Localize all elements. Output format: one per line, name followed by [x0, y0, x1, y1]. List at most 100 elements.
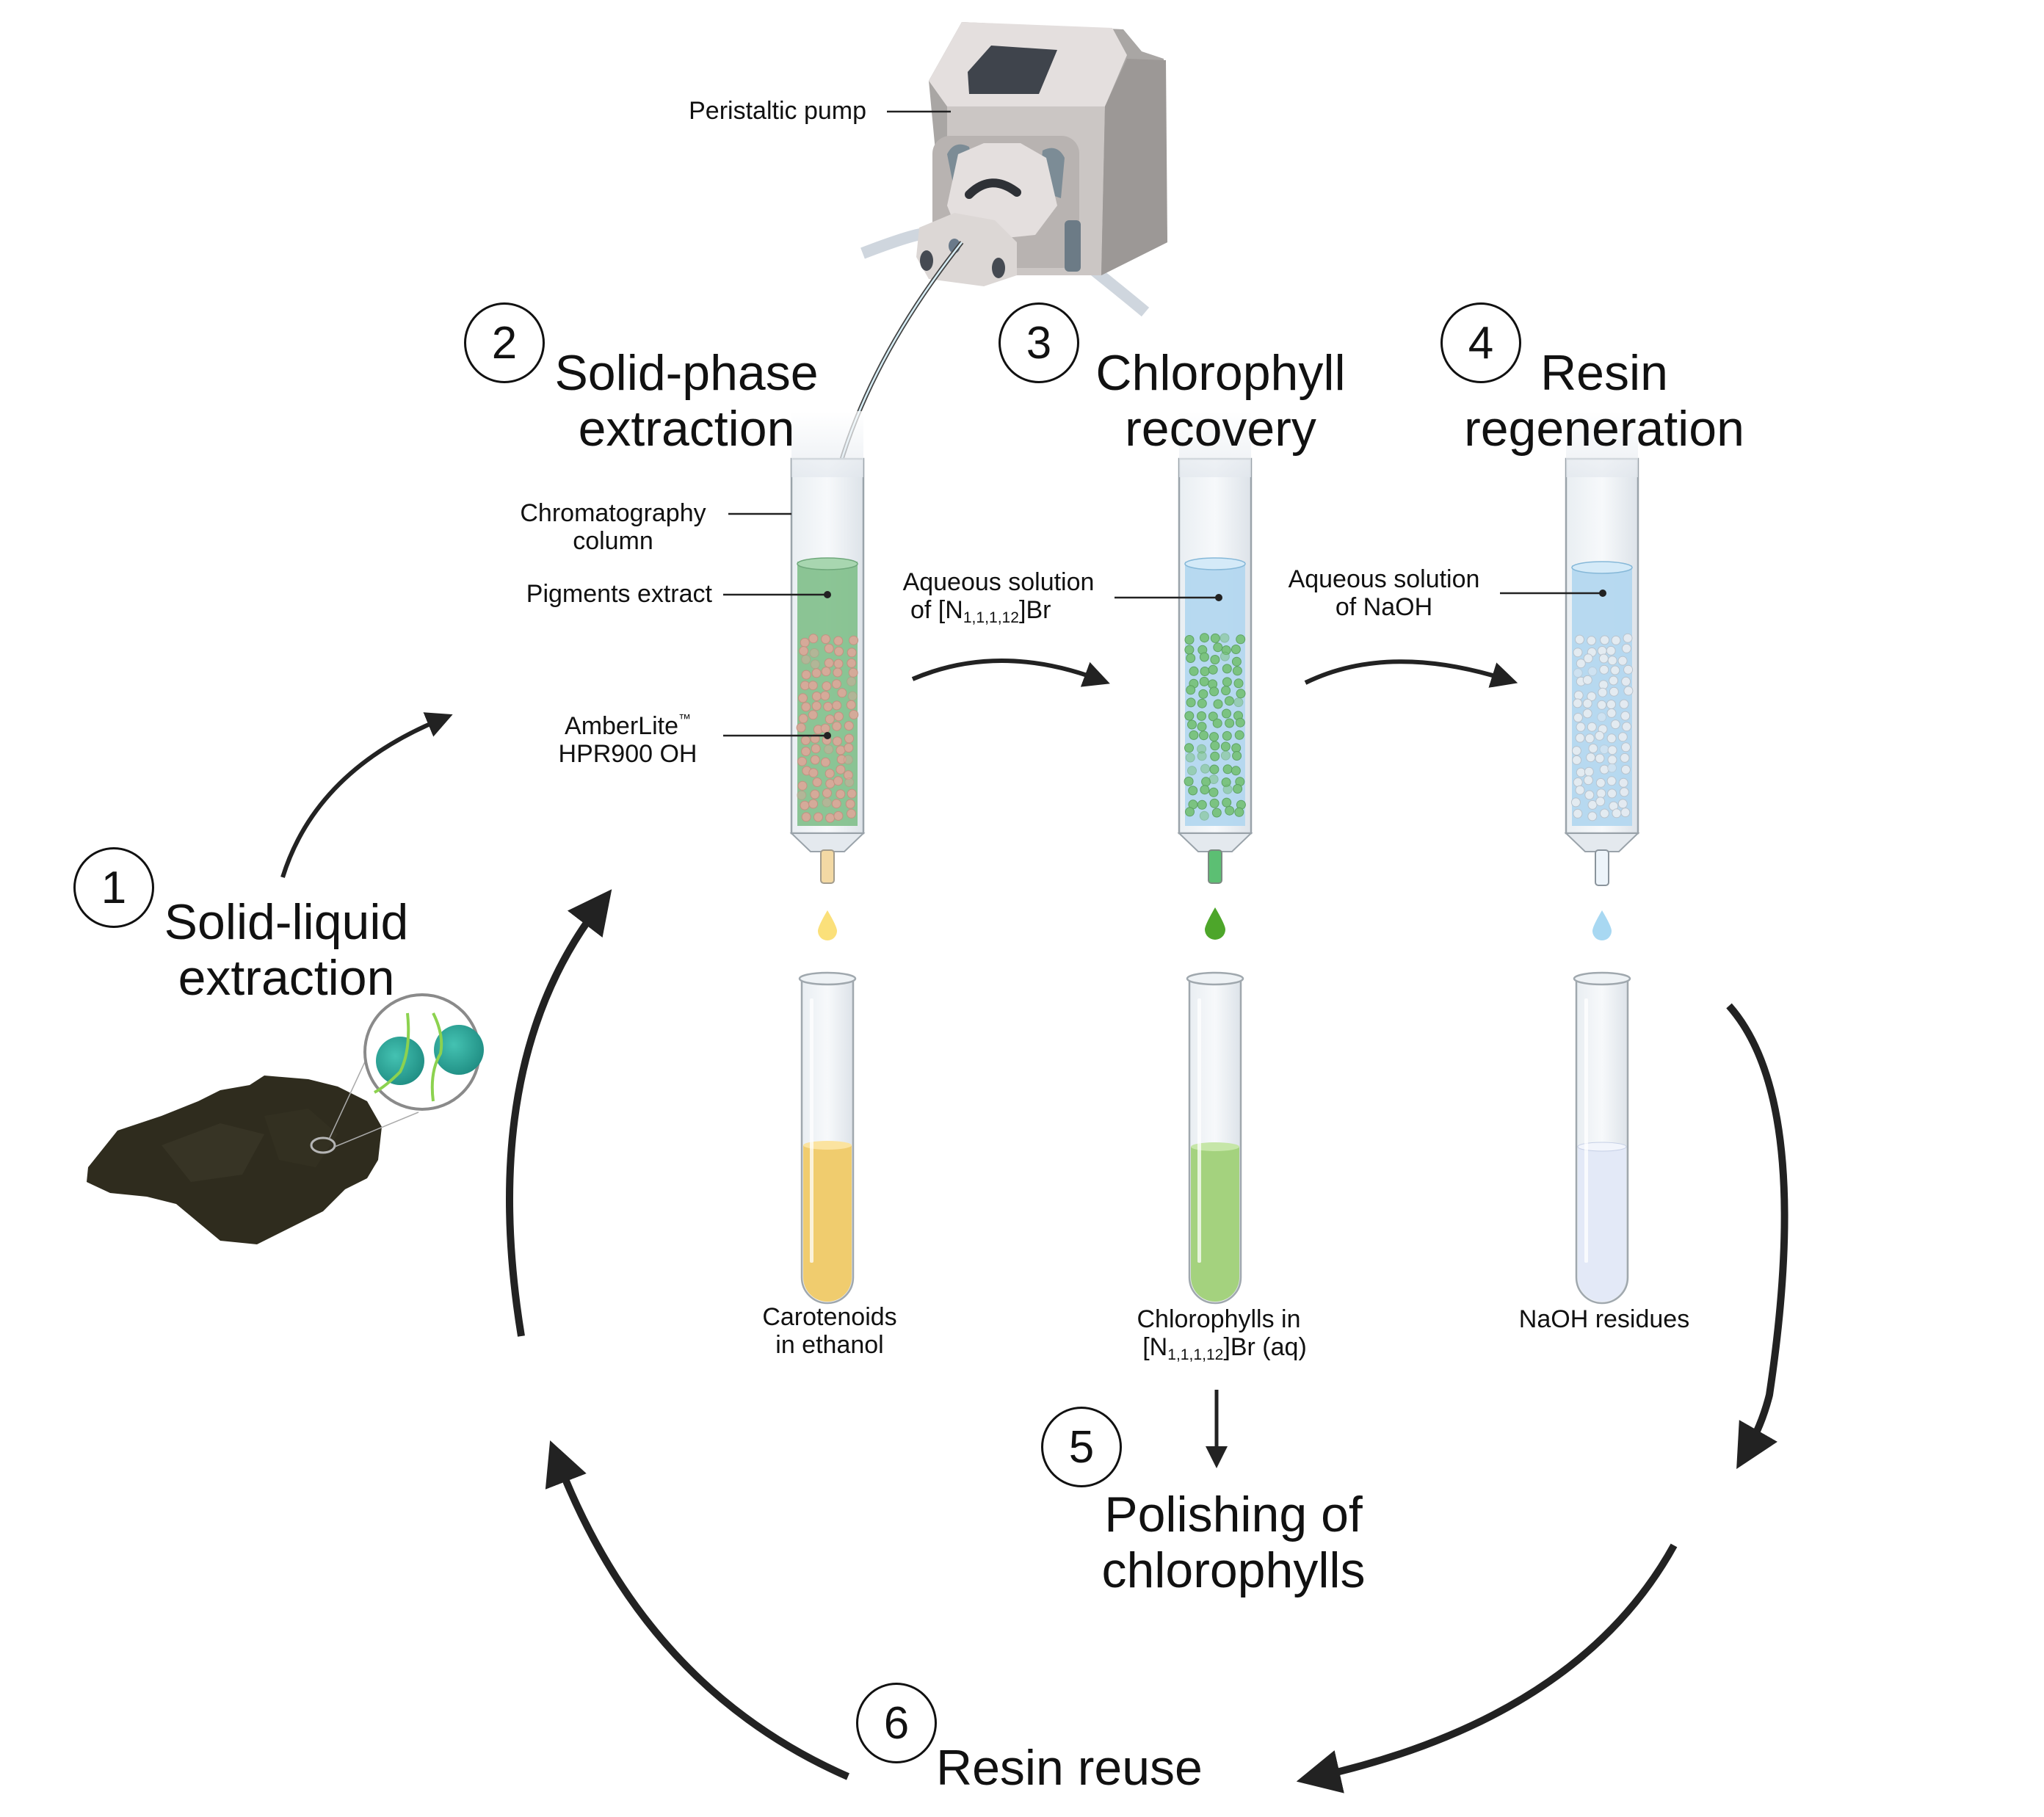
resin-bead — [812, 777, 822, 787]
resin-bead — [1222, 664, 1232, 674]
resin-bead — [844, 777, 855, 787]
resin-bead — [808, 710, 818, 720]
resin-bead — [808, 634, 819, 644]
resin-bead — [1623, 686, 1634, 696]
resin-bead — [1617, 732, 1628, 742]
pigments-leader-dot — [824, 591, 831, 598]
resin-bead — [1236, 634, 1246, 645]
resin-bead — [1213, 642, 1223, 653]
resin-bead — [831, 799, 841, 809]
step-2-title-line2: extraction — [578, 401, 795, 457]
resin-bead — [1186, 697, 1196, 708]
resin-bead — [1208, 775, 1219, 784]
resin-bead — [1233, 678, 1244, 689]
resin-bead — [1606, 700, 1616, 709]
resin-bead — [1188, 786, 1198, 796]
resin-bead — [1618, 777, 1628, 788]
resin-bead — [800, 637, 810, 648]
resin-bead — [796, 722, 806, 733]
aq-naoh-label-line1: Aqueous solution — [1288, 565, 1480, 593]
resin-bead — [1231, 766, 1241, 776]
step-1-title-line2: extraction — [178, 950, 395, 1007]
resin-bead — [1595, 777, 1606, 788]
resin-bead — [799, 646, 809, 656]
resin-bead — [834, 646, 844, 656]
resin-bead — [1623, 633, 1633, 643]
peristaltic-pump-icon — [825, 22, 1167, 518]
resin-bead — [801, 702, 811, 712]
resin-bead — [1583, 653, 1593, 664]
resin-bead — [1619, 787, 1629, 797]
tube2-label-line2: [N1,1,1,12]Br (aq) — [1109, 1333, 1329, 1363]
step-3-number: 3 — [999, 302, 1079, 383]
resin-bead — [1599, 744, 1609, 755]
chromatography-column-2 — [1177, 411, 1253, 884]
resin-bead — [836, 789, 846, 799]
resin-bead — [800, 681, 810, 691]
resin-label-line2: HPR900 OH — [558, 740, 697, 769]
resin-bead — [1573, 690, 1584, 700]
resin-bead — [1220, 750, 1231, 761]
aq-ils-prefix: of [N — [910, 596, 963, 625]
resin-bead — [1186, 653, 1196, 663]
resin-bead — [1582, 708, 1592, 719]
resin-bead — [1617, 799, 1628, 809]
resin-bead — [811, 668, 822, 678]
resin-bead — [1213, 699, 1223, 709]
resin-bead — [1609, 686, 1619, 697]
resin-bead — [800, 800, 810, 810]
step-3-title: Chlorophyll recovery — [1079, 345, 1362, 457]
resin-bead — [1599, 808, 1609, 819]
arrow-cycle-left-up-2 — [506, 889, 612, 1337]
aq-ils-subscript: 1,1,1,12 — [963, 609, 1019, 626]
resin-bead — [810, 789, 820, 799]
resin-bead — [1184, 743, 1194, 753]
resin-bead — [845, 799, 855, 809]
resin-bead — [1231, 645, 1241, 654]
resin-bead — [1621, 676, 1631, 686]
resin-bead — [833, 636, 844, 646]
resin-bead — [1575, 733, 1585, 743]
resin-bead — [832, 721, 842, 731]
step-2-number-text: 2 — [491, 317, 518, 369]
step-2-number: 2 — [464, 302, 545, 383]
resin-bead — [820, 723, 830, 733]
resin-bead — [824, 643, 834, 653]
resin-bead — [1595, 797, 1606, 807]
resin-bead — [800, 736, 811, 745]
resin-bead — [1197, 698, 1207, 708]
resin-bead — [1587, 692, 1597, 702]
resin-bead — [832, 700, 842, 711]
resin-bead — [1573, 668, 1583, 678]
resin-bead — [1576, 659, 1586, 669]
resin-bead — [832, 679, 841, 689]
resin-bead — [833, 776, 843, 786]
arrow-cycle-left-up — [545, 1440, 850, 1780]
resin-bead — [1575, 785, 1585, 795]
resin-bead — [844, 721, 854, 731]
drop-blue-icon — [1592, 910, 1612, 940]
resin-bead — [1620, 711, 1631, 721]
resin-bead — [847, 808, 856, 819]
resin-bead — [822, 797, 832, 808]
resin-bead — [1575, 634, 1584, 645]
microalgae-cells-magnifier-icon — [363, 993, 484, 1111]
resin-bead — [844, 743, 854, 753]
resin-bead — [1597, 700, 1607, 710]
resin-beads-pink — [796, 634, 859, 823]
resin-bead — [797, 780, 808, 791]
resin-bead — [1199, 676, 1209, 686]
resin-bead — [820, 757, 830, 767]
step-3-title-line2: recovery — [1125, 401, 1316, 457]
resin-label: AmberLite™ HPR900 OH — [543, 712, 712, 768]
resin-bead — [1212, 718, 1222, 728]
resin-bead — [1587, 636, 1597, 646]
resin-bead — [1573, 698, 1583, 708]
step-4-title-line2: regeneration — [1464, 401, 1744, 457]
aq-naoh-leader-dot — [1599, 590, 1606, 597]
resin-bead — [801, 812, 811, 822]
resin-bead — [1219, 651, 1230, 661]
resin-bead — [1224, 696, 1234, 706]
resin-bead — [825, 813, 836, 823]
